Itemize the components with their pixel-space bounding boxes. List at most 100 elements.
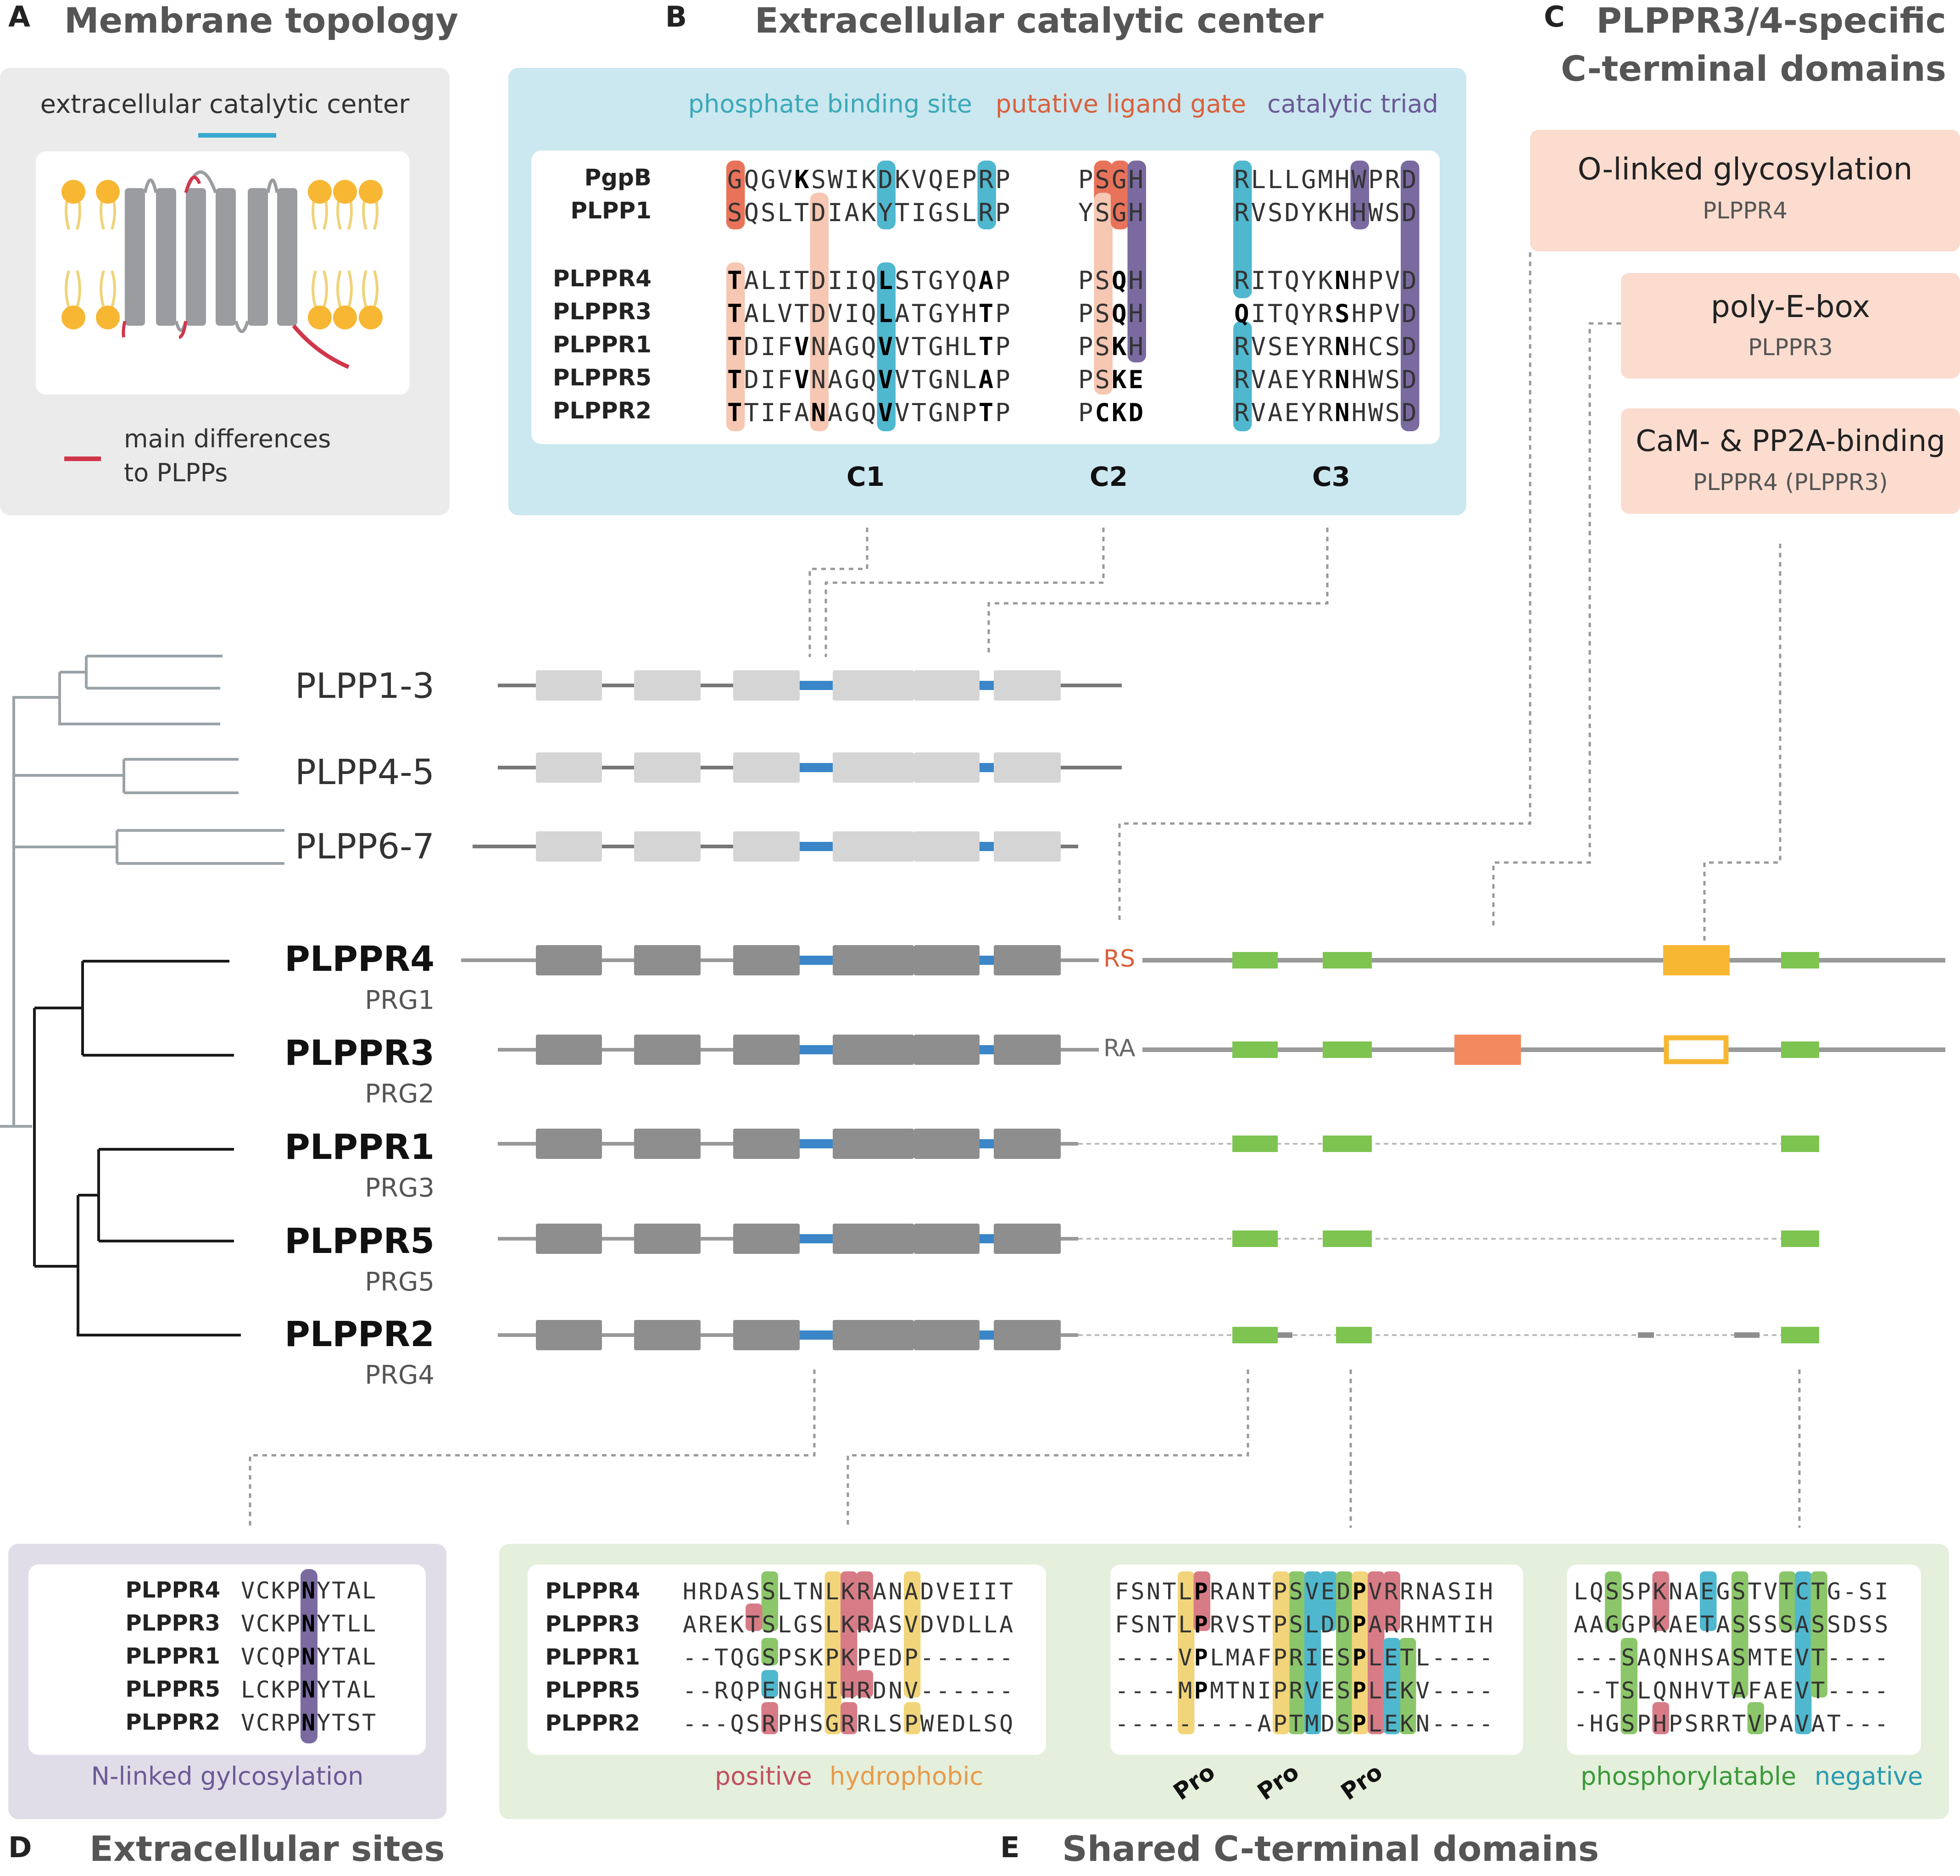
residue: P [1194, 1677, 1210, 1704]
residue: Q [1284, 299, 1302, 328]
residue: S [1385, 398, 1402, 427]
gap-mark [1278, 1332, 1292, 1338]
residue: P [286, 1643, 302, 1670]
nglyco-legend: N-linked gylcosylation [91, 1762, 364, 1791]
residue: E [1320, 1578, 1337, 1605]
residue: D [1128, 398, 1146, 427]
seq-c3-plpp1: RVSDYKHHWSD [1234, 198, 1419, 227]
residue: D [1336, 1611, 1353, 1638]
link-bar [980, 842, 994, 851]
group-plppr5: PLPPR5 [284, 1220, 434, 1261]
residue: E [1320, 1677, 1337, 1704]
residue: T [911, 299, 929, 328]
residue: I [1257, 1677, 1274, 1704]
hydrophobic-col [904, 1571, 921, 1698]
seq-c2-plppr1: PSKH [1078, 332, 1145, 361]
residue: K [1400, 1677, 1416, 1704]
residue: H [1479, 1578, 1495, 1605]
residue: T [1225, 1677, 1242, 1704]
hydrophobic-col [1352, 1571, 1369, 1734]
residue: P [1078, 332, 1095, 361]
residue: T [1268, 299, 1285, 328]
residue: V [777, 299, 795, 328]
seq-c1-plppr4: TALITDIIQLSTGYQAP [727, 266, 1012, 295]
residue: N [301, 1709, 317, 1736]
residue: A [828, 365, 845, 394]
legend-positive: positive [715, 1762, 812, 1791]
gap-mark [1638, 1332, 1654, 1338]
seq-name: PLPPR3 [545, 1611, 640, 1637]
residue: R [1210, 1611, 1226, 1638]
residue: - [1130, 1710, 1147, 1737]
link-bar [800, 1330, 833, 1340]
residue: N [811, 398, 828, 427]
residue: - [1431, 1677, 1448, 1704]
residue: A [828, 332, 845, 361]
residue: R [1234, 266, 1251, 295]
residue: D [1402, 266, 1419, 295]
residue: L [878, 266, 895, 295]
residue: H [1479, 1611, 1495, 1638]
residue: - [1479, 1710, 1495, 1737]
residue: - [1162, 1710, 1179, 1737]
seq-c1-pgpb: GQGVKSWIKDKVQEPRP [727, 165, 1012, 194]
residue: D [744, 332, 761, 361]
residue: L [1178, 1611, 1194, 1638]
residue: - [1130, 1677, 1147, 1704]
residue: P [1352, 1578, 1369, 1605]
tm-block [914, 1320, 980, 1350]
residue: G [928, 398, 945, 427]
residue: S [1335, 299, 1352, 328]
residue: - [1162, 1677, 1179, 1704]
residue: V [241, 1643, 256, 1670]
cterm-domain [1232, 1327, 1278, 1343]
residue: V [794, 365, 811, 394]
cterm-domain [1323, 952, 1372, 969]
residue: L [1210, 1644, 1226, 1671]
residue: L [362, 1577, 378, 1604]
panel-b-title: Extracellular catalytic center [755, 0, 1324, 41]
negative-col [1320, 1571, 1337, 1631]
residue: N [301, 1676, 317, 1703]
residue: - [1447, 1710, 1464, 1737]
tree-branch [14, 758, 239, 794]
residue: - [1210, 1710, 1226, 1737]
positive-col [1652, 1702, 1669, 1734]
tm-block [536, 1035, 602, 1065]
residue: - [1147, 1677, 1163, 1704]
group-plppr4: PLPPR4 [284, 938, 434, 979]
negative-col [1383, 1638, 1400, 1734]
tm-block [733, 1035, 800, 1065]
residue: Q [1284, 266, 1302, 295]
gate-col-c [810, 193, 829, 431]
triad-col-c [1401, 161, 1420, 431]
residue: L [1415, 1644, 1432, 1671]
residue: P [995, 299, 1012, 328]
residue: A [1268, 398, 1285, 427]
seq-c1-plppr1: TDIFVNAGQVVTGHLTP [727, 332, 1012, 361]
link-bar [980, 681, 994, 690]
residue: V [828, 299, 845, 328]
group-plpp6-7: PLPP6-7 [295, 826, 434, 867]
residue: - [1479, 1644, 1495, 1671]
tm-block [833, 1224, 914, 1254]
cterm-seq3-plppr2: -HGSPHPSRRTVPAVAT--- [1574, 1710, 1891, 1737]
cterm-domain [1232, 1041, 1278, 1058]
tm-block [536, 1129, 602, 1159]
connector-c2 [824, 528, 1105, 657]
panel-letter-d: D [8, 1831, 32, 1864]
connector-c1 [808, 528, 869, 657]
motif-c1: C1 [846, 461, 885, 492]
nglyco-seq-plppr3: VCKPNYTLL [241, 1610, 377, 1637]
negative-col [1700, 1571, 1717, 1631]
seq-c3-plppr1: RVSEYRNHCSD [1234, 332, 1419, 361]
residue: P [995, 398, 1012, 427]
phospho-col [1779, 1571, 1796, 1631]
tm-block [833, 1129, 914, 1159]
residue: N [301, 1610, 317, 1637]
residue: T [794, 266, 811, 295]
tm-block [536, 945, 602, 975]
cterm-seq1-plppr3: AREKTSLGSLKRASVDVDLLA [683, 1611, 1015, 1638]
legend-gate: putative ligand gate [996, 89, 1247, 118]
